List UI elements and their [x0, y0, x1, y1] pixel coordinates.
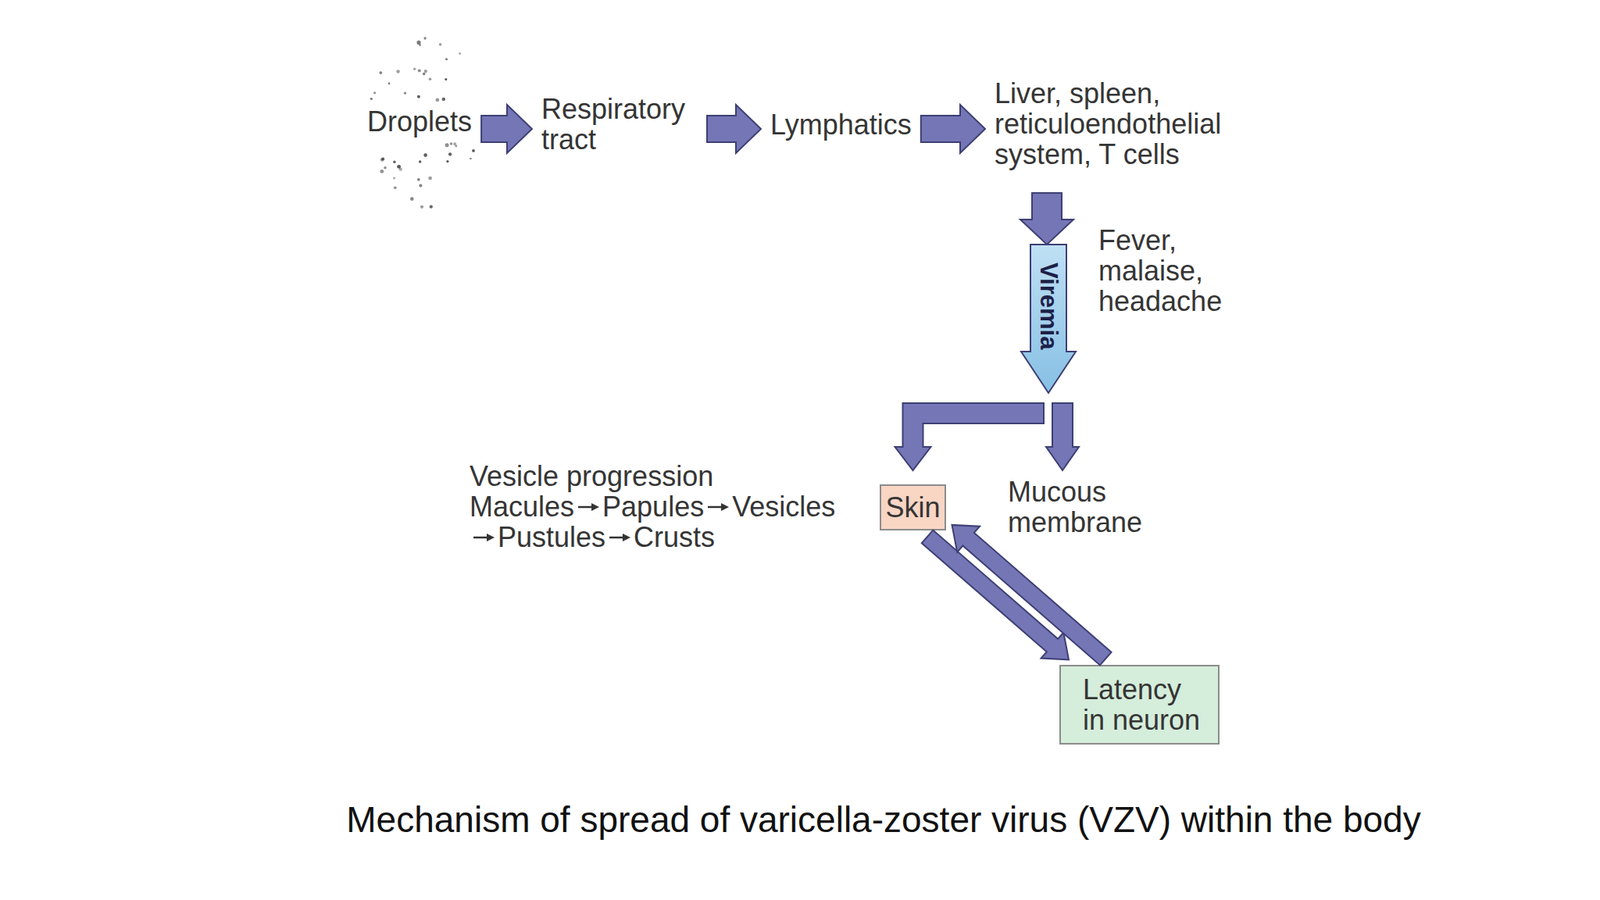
- node-label: Liver, spleen, reticuloendothelial syste…: [994, 78, 1239, 170]
- viremia-label: Viremia: [1036, 262, 1061, 350]
- droplet-dot: [417, 178, 421, 182]
- figure-caption: Mechanism of spread of varicella-zoster …: [336, 794, 1431, 845]
- skin-box: Skin: [879, 484, 947, 531]
- droplet-dot: [373, 91, 376, 94]
- block-arrow: [707, 104, 761, 154]
- latency-box: Latency in neuron: [1059, 664, 1220, 745]
- droplet-dot: [446, 160, 449, 163]
- droplet-dot: [428, 176, 433, 181]
- progression-label: Papules: [602, 491, 704, 522]
- droplet-dot: [429, 205, 433, 209]
- viremia-outline: [1021, 244, 1076, 393]
- block-arrow: [921, 104, 986, 154]
- arrow-head: [622, 533, 631, 542]
- droplet-dot: [418, 43, 422, 47]
- node-label: Respiratory tract: [541, 93, 698, 155]
- droplet-dot: [444, 78, 447, 81]
- stage-text: Mucous membrane: [1007, 476, 1157, 538]
- progression-arrow: [706, 500, 730, 514]
- droplet-dot: [420, 205, 424, 209]
- droplet-dot: [396, 69, 400, 74]
- arrow-shaft: [707, 505, 723, 508]
- arrow-shaft: [578, 505, 593, 508]
- arrow-head: [591, 503, 600, 511]
- progression-row: Macules Papules Vesicles: [469, 491, 836, 522]
- droplet-dot: [417, 68, 422, 72]
- droplet-dot: [388, 82, 391, 86]
- block-arrow: [952, 525, 1112, 666]
- arrow-head: [721, 503, 729, 511]
- droplet-dot: [450, 142, 453, 145]
- droplet-dot: [381, 157, 385, 161]
- droplet-dot: [422, 72, 426, 76]
- droplet-dot: [370, 97, 373, 100]
- arrow-head: [486, 533, 495, 542]
- node-label: Latency in neuron: [1082, 674, 1207, 736]
- droplet-dot: [410, 196, 415, 201]
- stage-text: Droplets: [367, 106, 472, 137]
- droplet-dot: [378, 71, 383, 75]
- viremia-text-holder: Viremia: [1020, 247, 1077, 365]
- droplet-dot: [471, 149, 475, 153]
- droplet-dot: [383, 166, 387, 170]
- node-label: Lymphatics: [770, 109, 912, 140]
- droplet-dot: [418, 160, 422, 163]
- droplet-dot: [416, 40, 421, 45]
- droplet-dot: [439, 42, 443, 47]
- arrow-shaft: [473, 535, 489, 539]
- progression-row: Pustules Crusts: [469, 521, 836, 553]
- block-arrow: [481, 104, 533, 154]
- progression-label: Vesicle progression: [469, 460, 714, 492]
- droplet-dot: [380, 157, 385, 162]
- droplet-dot: [379, 169, 384, 174]
- stage-text: Respiratory tract: [541, 93, 698, 155]
- droplet-dot: [435, 98, 440, 103]
- droplet-dot: [445, 57, 448, 61]
- droplet-dot: [453, 142, 457, 146]
- block-arrow: [895, 403, 1045, 471]
- droplet-dot: [442, 97, 447, 102]
- droplet-dot: [423, 36, 426, 40]
- progression-label: Vesicles: [732, 491, 836, 522]
- droplet-dot: [417, 95, 421, 99]
- block-arrow: [1020, 192, 1074, 245]
- symptom-note: Fever, malaise, headache: [1098, 225, 1233, 317]
- block-arrow: [1046, 403, 1079, 471]
- droplet-dot: [469, 157, 472, 161]
- node-label: Skin: [885, 492, 940, 523]
- droplet-dot: [454, 145, 458, 148]
- droplet-dot: [413, 67, 417, 71]
- droplet-dot: [392, 160, 396, 164]
- vesicle-progression: Vesicle progressionMacules Papules Vesicle…: [469, 460, 836, 553]
- node-label: Mucous membrane: [1007, 476, 1157, 538]
- droplet-dot: [423, 153, 428, 158]
- droplet-dot: [448, 152, 452, 156]
- droplet-dot: [403, 92, 407, 95]
- droplet-dot: [393, 185, 397, 190]
- droplet-dot: [445, 142, 450, 147]
- droplet-dot: [458, 52, 461, 55]
- node-label: Droplets: [367, 106, 472, 137]
- droplet-dot: [424, 69, 428, 73]
- stage-text: Liver, spleen, reticuloendothelial syste…: [994, 78, 1239, 170]
- progression-label: Pustules: [497, 521, 606, 553]
- droplet-dot: [396, 164, 401, 169]
- arrow-shaft: [609, 535, 625, 539]
- viremia-arrow: Viremia: [1020, 244, 1077, 393]
- progression-label: Crusts: [633, 521, 715, 553]
- progression-label: Macules: [469, 491, 575, 522]
- progression-arrow: [607, 531, 632, 544]
- stage-text: Lymphatics: [770, 109, 912, 140]
- progression-row: Vesicle progression: [469, 460, 836, 492]
- progression-arrow: [576, 500, 600, 514]
- droplet-dot: [418, 184, 422, 188]
- block-arrow: [921, 530, 1069, 661]
- droplet-dot: [428, 77, 433, 81]
- droplet-dot: [399, 167, 403, 172]
- droplet-dot: [392, 176, 396, 179]
- progression-arrow: [471, 531, 496, 544]
